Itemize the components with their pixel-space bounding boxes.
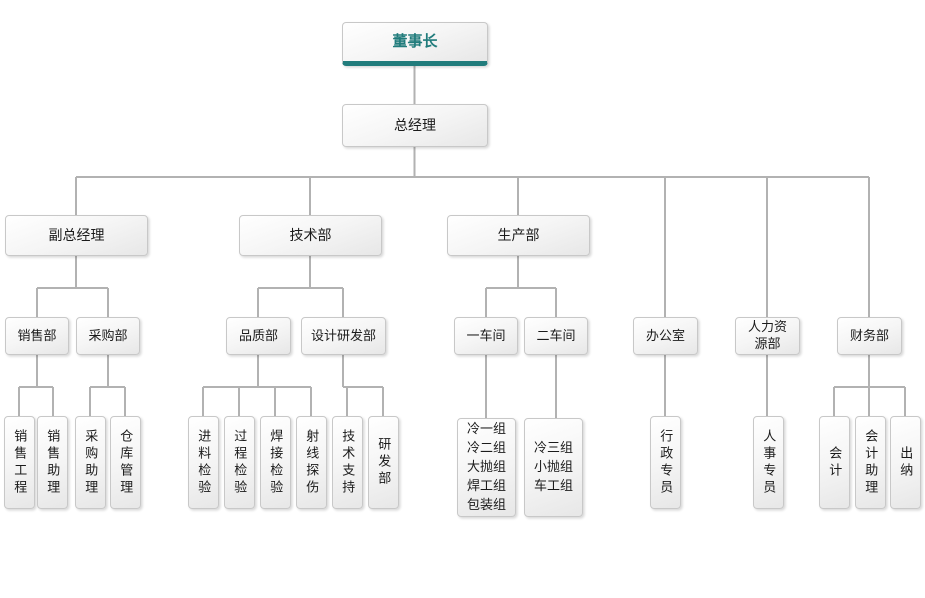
node-admin-specialist[interactable]: 行政专员 bbox=[650, 416, 681, 509]
node-label: 行政专员 bbox=[658, 428, 674, 497]
node-accountant[interactable]: 会计 bbox=[819, 416, 850, 509]
node-quality-dept[interactable]: 品质部 bbox=[226, 317, 291, 355]
node-label: 冷一组 冷二组 大抛组 焊工组 包装组 bbox=[466, 421, 506, 512]
node-label: 会计 bbox=[827, 445, 843, 480]
node-workshop-1[interactable]: 一车间 bbox=[454, 317, 518, 355]
node-purchasing-dept[interactable]: 采购部 bbox=[76, 317, 140, 355]
node-label: 冷三组 小抛组 车工组 bbox=[533, 440, 573, 493]
node-deputy-gm[interactable]: 副总经理 bbox=[5, 215, 148, 256]
node-label: 采购助理 bbox=[83, 428, 99, 497]
node-label: 设计研发部 bbox=[310, 328, 376, 344]
node-workshop2-groups[interactable]: 冷三组 小抛组 车工组 bbox=[524, 418, 583, 517]
node-welding-inspection[interactable]: 焊接检验 bbox=[260, 416, 291, 509]
node-label: 会计助理 bbox=[863, 428, 879, 497]
node-label: 二车间 bbox=[536, 328, 576, 344]
node-accounting-assistant[interactable]: 会计助理 bbox=[855, 416, 886, 509]
node-cashier[interactable]: 出纳 bbox=[890, 416, 921, 509]
node-label: 总经理 bbox=[394, 117, 436, 134]
node-label: 一车间 bbox=[466, 328, 506, 344]
node-label: 技术部 bbox=[289, 227, 332, 244]
node-rd-dept[interactable]: 研发部 bbox=[368, 416, 399, 509]
node-purchasing-assistant[interactable]: 采购助理 bbox=[75, 416, 106, 509]
node-label: 射线探伤 bbox=[304, 428, 320, 497]
node-warehouse-management[interactable]: 仓库管理 bbox=[110, 416, 141, 509]
node-chairman[interactable]: 董事长 bbox=[342, 22, 488, 66]
node-hr-dept[interactable]: 人力资 源部 bbox=[735, 317, 800, 355]
node-workshop1-groups[interactable]: 冷一组 冷二组 大抛组 焊工组 包装组 bbox=[457, 418, 516, 517]
node-label: 出纳 bbox=[898, 445, 914, 480]
node-label: 采购部 bbox=[88, 328, 128, 344]
node-label: 销售工程 bbox=[12, 428, 28, 497]
node-xray-testing[interactable]: 射线探伤 bbox=[296, 416, 327, 509]
node-workshop-2[interactable]: 二车间 bbox=[524, 317, 588, 355]
node-sales-assistant[interactable]: 销售助理 bbox=[37, 416, 68, 509]
node-finance-dept[interactable]: 财务部 bbox=[837, 317, 902, 355]
node-process-inspection[interactable]: 过程检验 bbox=[224, 416, 255, 509]
node-label: 仓库管理 bbox=[118, 428, 134, 497]
node-tech-dept[interactable]: 技术部 bbox=[239, 215, 382, 256]
node-incoming-inspection[interactable]: 进料检验 bbox=[188, 416, 219, 509]
node-label: 焊接检验 bbox=[268, 428, 284, 497]
node-production-dept[interactable]: 生产部 bbox=[447, 215, 590, 256]
node-label: 研发部 bbox=[376, 437, 392, 488]
node-label: 副总经理 bbox=[48, 227, 105, 244]
node-label: 过程检验 bbox=[232, 428, 248, 497]
node-label: 财务部 bbox=[849, 328, 889, 344]
node-label: 品质部 bbox=[238, 328, 278, 344]
node-label: 办公室 bbox=[645, 328, 685, 344]
node-label: 董事长 bbox=[392, 33, 438, 50]
node-label: 进料检验 bbox=[196, 428, 212, 497]
node-label: 销售助理 bbox=[45, 428, 61, 497]
node-tech-support[interactable]: 技术支持 bbox=[332, 416, 363, 509]
node-label: 人力资 源部 bbox=[747, 319, 787, 351]
node-sales-dept[interactable]: 销售部 bbox=[5, 317, 69, 355]
node-sales-engineering[interactable]: 销售工程 bbox=[4, 416, 35, 509]
node-label: 销售部 bbox=[17, 328, 57, 344]
node-label: 人事专员 bbox=[761, 428, 777, 497]
node-hr-specialist[interactable]: 人事专员 bbox=[753, 416, 784, 509]
node-design-rd-dept[interactable]: 设计研发部 bbox=[301, 317, 386, 355]
node-label: 生产部 bbox=[497, 227, 540, 244]
node-office[interactable]: 办公室 bbox=[633, 317, 698, 355]
node-label: 技术支持 bbox=[340, 428, 356, 497]
node-general-manager[interactable]: 总经理 bbox=[342, 104, 488, 147]
